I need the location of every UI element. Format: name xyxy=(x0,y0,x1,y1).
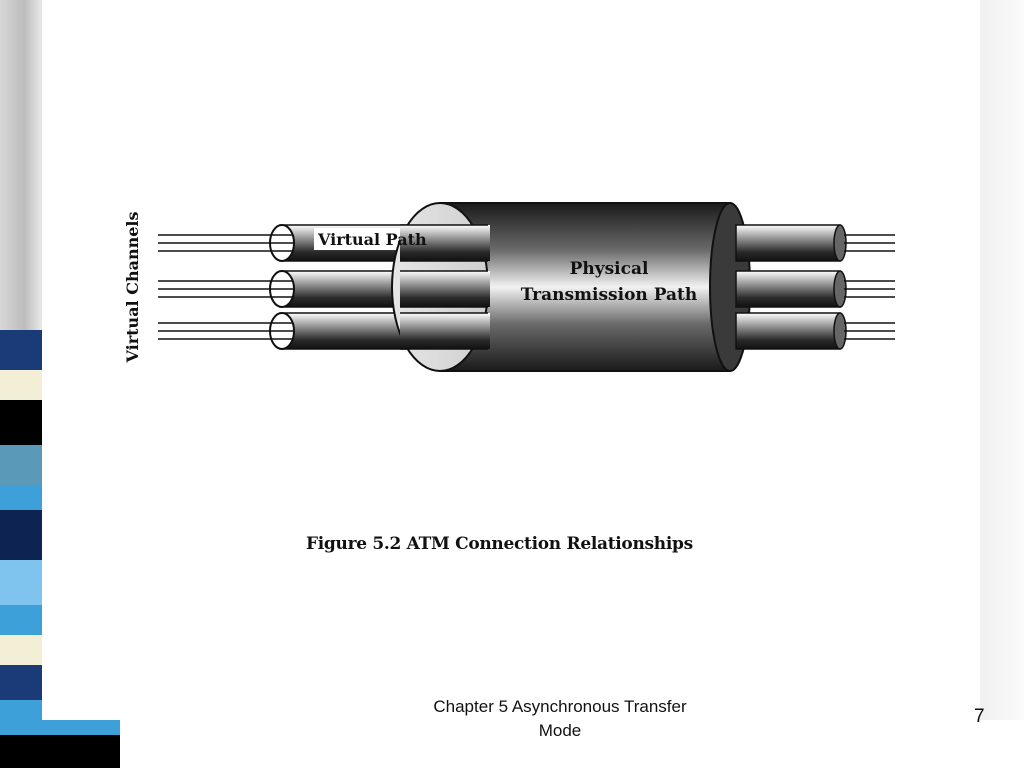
left-channel-lines xyxy=(158,234,278,340)
footer-title-line2: Mode xyxy=(538,721,582,740)
atm-connection-diagram: Virtual Channels Virtual Path Physical T… xyxy=(123,202,895,372)
right-channel-lines xyxy=(844,234,895,340)
figure-caption: Figure 5.2 ATM Connection Relationships xyxy=(306,534,693,554)
physical-label: Physical xyxy=(570,259,649,279)
footer-chapter-title: Chapter 5 Asynchronous Transfer Mode xyxy=(400,697,720,743)
footer-title-line1: Chapter 5 Asynchronous Transfer xyxy=(433,697,687,716)
slide-edge-shade xyxy=(980,0,1024,720)
transmission-path-label: Transmission Path xyxy=(521,285,698,305)
right-virtual-path-tubes xyxy=(735,224,847,350)
virtual-channels-label: Virtual Channels xyxy=(123,212,142,364)
stripe xyxy=(0,735,120,768)
slide-number: 7 xyxy=(974,706,985,727)
virtual-path-label: Virtual Path xyxy=(317,230,427,249)
tubes-through-cylinder-opening xyxy=(400,224,490,350)
